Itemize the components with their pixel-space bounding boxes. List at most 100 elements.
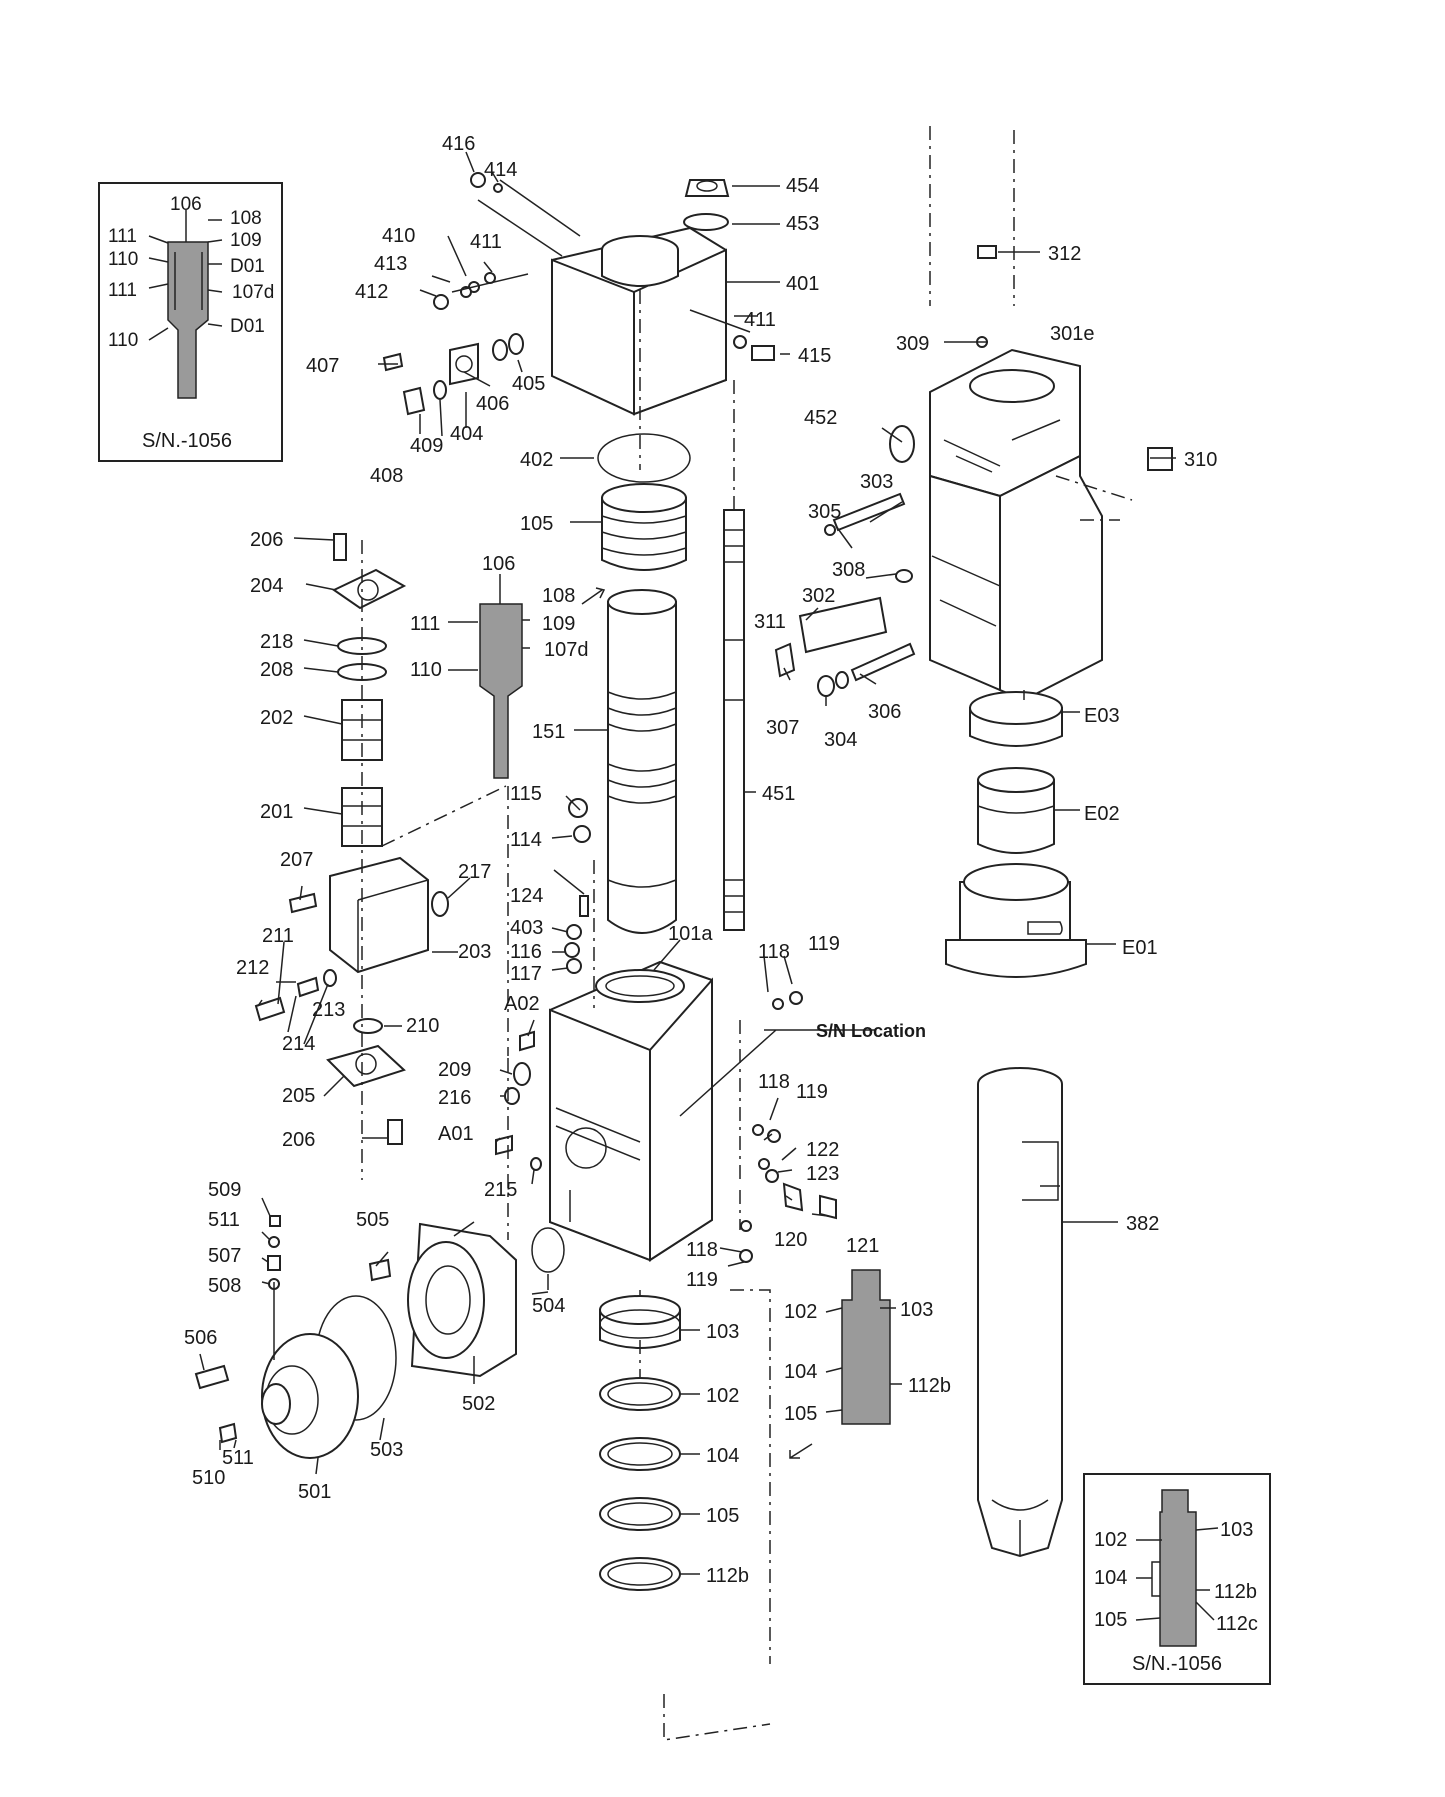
cylinder-body: 115 114 124 403 116 117 101a 118 119 A02…	[438, 783, 926, 1741]
label-119-c: 119	[686, 1269, 718, 1291]
label-104-section: 104	[784, 1361, 817, 1383]
label-215: 215	[484, 1179, 517, 1201]
inset-label-112b: 112b	[1214, 1581, 1257, 1603]
label-310: 310	[1184, 449, 1217, 471]
label-108: 108	[542, 585, 575, 607]
sn-location-label: S/N Location	[816, 1021, 926, 1041]
label-105-section: 105	[784, 1403, 817, 1425]
label-211: 211	[262, 925, 294, 947]
inset-label-112c: 112c	[1216, 1613, 1258, 1635]
label-a01: A01	[438, 1123, 474, 1145]
inset-label-110a: 110	[108, 249, 138, 270]
label-118-a: 118	[758, 941, 790, 963]
label-103-section: 103	[900, 1299, 933, 1321]
label-109: 109	[542, 613, 575, 635]
front-head-assembly: 312 309 301e 452 310 305 303 308 302 311…	[754, 126, 1217, 978]
label-415: 415	[798, 345, 831, 367]
piston-and-bolt: 151 451	[532, 380, 795, 934]
inset-label-104: 104	[1094, 1567, 1127, 1589]
label-507: 507	[208, 1245, 241, 1267]
label-122: 122	[806, 1139, 839, 1161]
label-116: 116	[510, 941, 542, 963]
label-208: 208	[260, 659, 293, 681]
label-312: 312	[1048, 243, 1081, 265]
label-309: 309	[896, 333, 929, 355]
label-111: 111	[410, 613, 440, 635]
label-112b-section: 112b	[908, 1375, 951, 1397]
label-414: 414	[484, 159, 517, 181]
inset-label-107d: 107d	[232, 282, 274, 303]
label-382: 382	[1126, 1213, 1159, 1235]
label-117: 117	[510, 963, 542, 985]
label-210: 210	[406, 1015, 439, 1037]
label-202: 202	[260, 707, 293, 729]
label-a02: A02	[504, 993, 540, 1015]
inset-label-103: 103	[1220, 1519, 1253, 1541]
lower-seal-section: 102 103 104 112b 105	[784, 1269, 951, 1459]
label-308: 308	[832, 559, 865, 581]
label-123: 123	[806, 1163, 839, 1185]
label-413: 413	[374, 253, 407, 275]
label-307: 307	[766, 717, 799, 739]
inset-label-106: 106	[170, 194, 202, 215]
label-206-top: 206	[250, 529, 283, 551]
chisel-tool: 382	[977, 1067, 1159, 1558]
label-101a: 101a	[668, 923, 713, 945]
label-e01: E01	[1122, 937, 1158, 959]
inset-label-111b: 111	[108, 280, 137, 301]
label-106: 106	[482, 553, 515, 575]
label-102-section: 102	[784, 1301, 817, 1323]
label-505: 505	[356, 1209, 389, 1231]
label-501: 501	[298, 1481, 331, 1503]
label-e03: E03	[1084, 705, 1120, 727]
label-451: 451	[762, 783, 795, 805]
label-452: 452	[804, 407, 837, 429]
label-214: 214	[282, 1033, 315, 1055]
label-407: 407	[306, 355, 339, 377]
label-115: 115	[510, 783, 542, 805]
label-213: 213	[312, 999, 345, 1021]
label-412: 412	[355, 281, 388, 303]
label-305: 305	[808, 501, 841, 523]
label-209: 209	[438, 1059, 471, 1081]
label-114: 114	[510, 829, 542, 851]
inset-top-left: 106 111 110 111 110 108 109 D01 107d D01…	[98, 182, 283, 462]
label-405: 405	[512, 373, 545, 395]
seal-rings-top: 402 105	[520, 433, 691, 571]
label-411a: 411	[470, 231, 502, 253]
accumulator-assembly: 206 204 218 208 202 201 207 217 203 211 …	[236, 529, 509, 1180]
label-503: 503	[370, 1439, 403, 1461]
inset-label-109: 109	[230, 230, 262, 251]
label-404: 404	[450, 423, 483, 445]
label-104-lower: 104	[706, 1445, 739, 1467]
inset-label-105: 105	[1094, 1609, 1127, 1631]
inset-serial-bottom: S/N.-1056	[1132, 1653, 1222, 1675]
control-valve: 106 108 111 109 107d 110	[410, 553, 606, 779]
label-508: 508	[208, 1275, 241, 1297]
label-110: 110	[410, 659, 442, 681]
label-118-c: 118	[686, 1239, 718, 1261]
label-304: 304	[824, 729, 857, 751]
label-416: 416	[442, 133, 475, 155]
label-204: 204	[250, 575, 283, 597]
label-408: 408	[370, 465, 403, 487]
label-121: 121	[846, 1235, 879, 1257]
label-119-a: 119	[808, 933, 840, 955]
valve-box-assembly: 416 414 410 411 413 412 401 411 415 407 …	[306, 133, 831, 487]
label-120: 120	[774, 1229, 807, 1251]
label-212: 212	[236, 957, 269, 979]
inset-label-d01b: D01	[230, 316, 265, 337]
label-406: 406	[476, 393, 509, 415]
label-102-lower: 102	[706, 1385, 739, 1407]
label-207: 207	[280, 849, 313, 871]
label-124: 124	[510, 885, 543, 907]
label-105-top: 105	[520, 513, 553, 535]
label-454: 454	[786, 175, 819, 197]
label-103-lower: 103	[706, 1321, 739, 1343]
label-509: 509	[208, 1179, 241, 1201]
label-107d: 107d	[544, 639, 589, 661]
label-206-bottom: 206	[282, 1129, 315, 1151]
inset-label-108: 108	[230, 208, 262, 229]
inset-label-102: 102	[1094, 1529, 1127, 1551]
